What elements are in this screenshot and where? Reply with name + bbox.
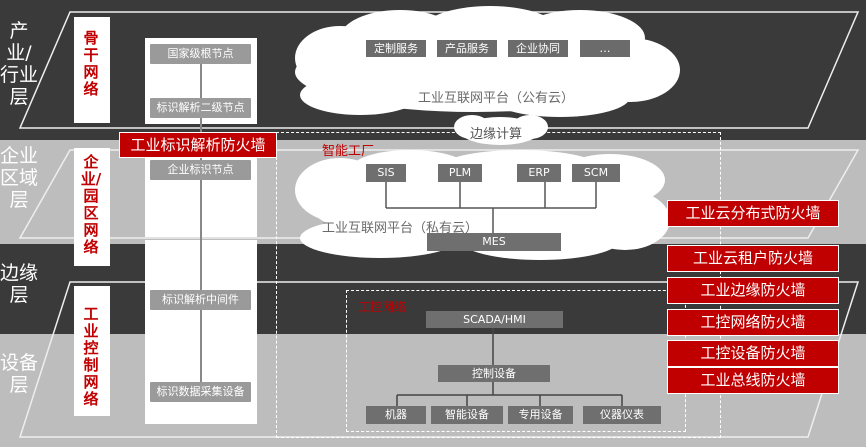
ics-network-label: 工业控制网络 <box>83 305 99 408</box>
edge-computing-label: 边缘计算 <box>470 127 523 142</box>
backbone-network-label: 骨干网络 <box>83 29 99 98</box>
edge-firewall: 工业边缘防火墙 <box>667 277 839 304</box>
scada-hmi-box: SCADA/HMI <box>426 311 563 328</box>
ics-network-region-label: 工控网络 <box>358 300 407 314</box>
ics-network-firewall: 工控网络防火墙 <box>667 309 839 336</box>
cloud-distributed-firewall: 工业云分布式防火墙 <box>667 200 839 227</box>
network-column-enterprise <box>74 148 110 266</box>
id-resolution-firewall: 工业标识解析防火墙 <box>119 132 277 158</box>
resolution-middleware: 标识解析中间件 <box>150 290 251 310</box>
device-special: 专用设备 <box>508 406 573 424</box>
ics-device-firewall: 工控设备防火墙 <box>667 340 839 367</box>
app-scm: SCM <box>572 164 620 182</box>
private-cloud-label: 工业互联网平台（私有云） <box>322 221 479 236</box>
secondary-resolution-node: 标识解析二级节点 <box>150 98 251 118</box>
device-smart: 智能设备 <box>431 406 503 424</box>
network-column-ics <box>74 286 110 416</box>
enterprise-network-label: 企业/园区网络 <box>80 153 102 256</box>
service-collaboration: 企业协同 <box>508 40 568 57</box>
cloud-tenant-firewall: 工业云租户防火墙 <box>667 245 839 272</box>
device-instrument: 仪器仪表 <box>583 406 661 424</box>
id-column-connector <box>200 60 202 390</box>
layer-label-device: 设备层 <box>0 352 39 396</box>
app-sis: SIS <box>366 164 406 182</box>
smart-factory-label: 智能工厂 <box>322 144 375 159</box>
device-machine: 机器 <box>366 406 426 424</box>
layer-label-edge: 边缘层 <box>0 262 39 306</box>
layer-label-industry: 产业/行业层 <box>0 20 39 108</box>
service-product: 产品服务 <box>437 40 497 57</box>
app-plm: PLM <box>438 164 482 182</box>
control-device-box: 控制设备 <box>438 365 550 382</box>
network-column-industry <box>74 17 110 123</box>
service-custom: 定制服务 <box>366 40 426 57</box>
enterprise-id-node: 企业标识节点 <box>150 160 251 180</box>
layer-label-enterprise: 企业区域层 <box>0 145 39 211</box>
industrial-bus-firewall: 工业总线防火墙 <box>667 367 839 394</box>
public-cloud-label: 工业互联网平台（公有云） <box>418 91 575 106</box>
mes-box: MES <box>427 233 561 251</box>
id-data-collection-device: 标识数据采集设备 <box>150 382 251 402</box>
national-root-node: 国家级根节点 <box>150 44 251 64</box>
service-more: … <box>580 40 630 57</box>
app-erp: ERP <box>517 164 561 182</box>
